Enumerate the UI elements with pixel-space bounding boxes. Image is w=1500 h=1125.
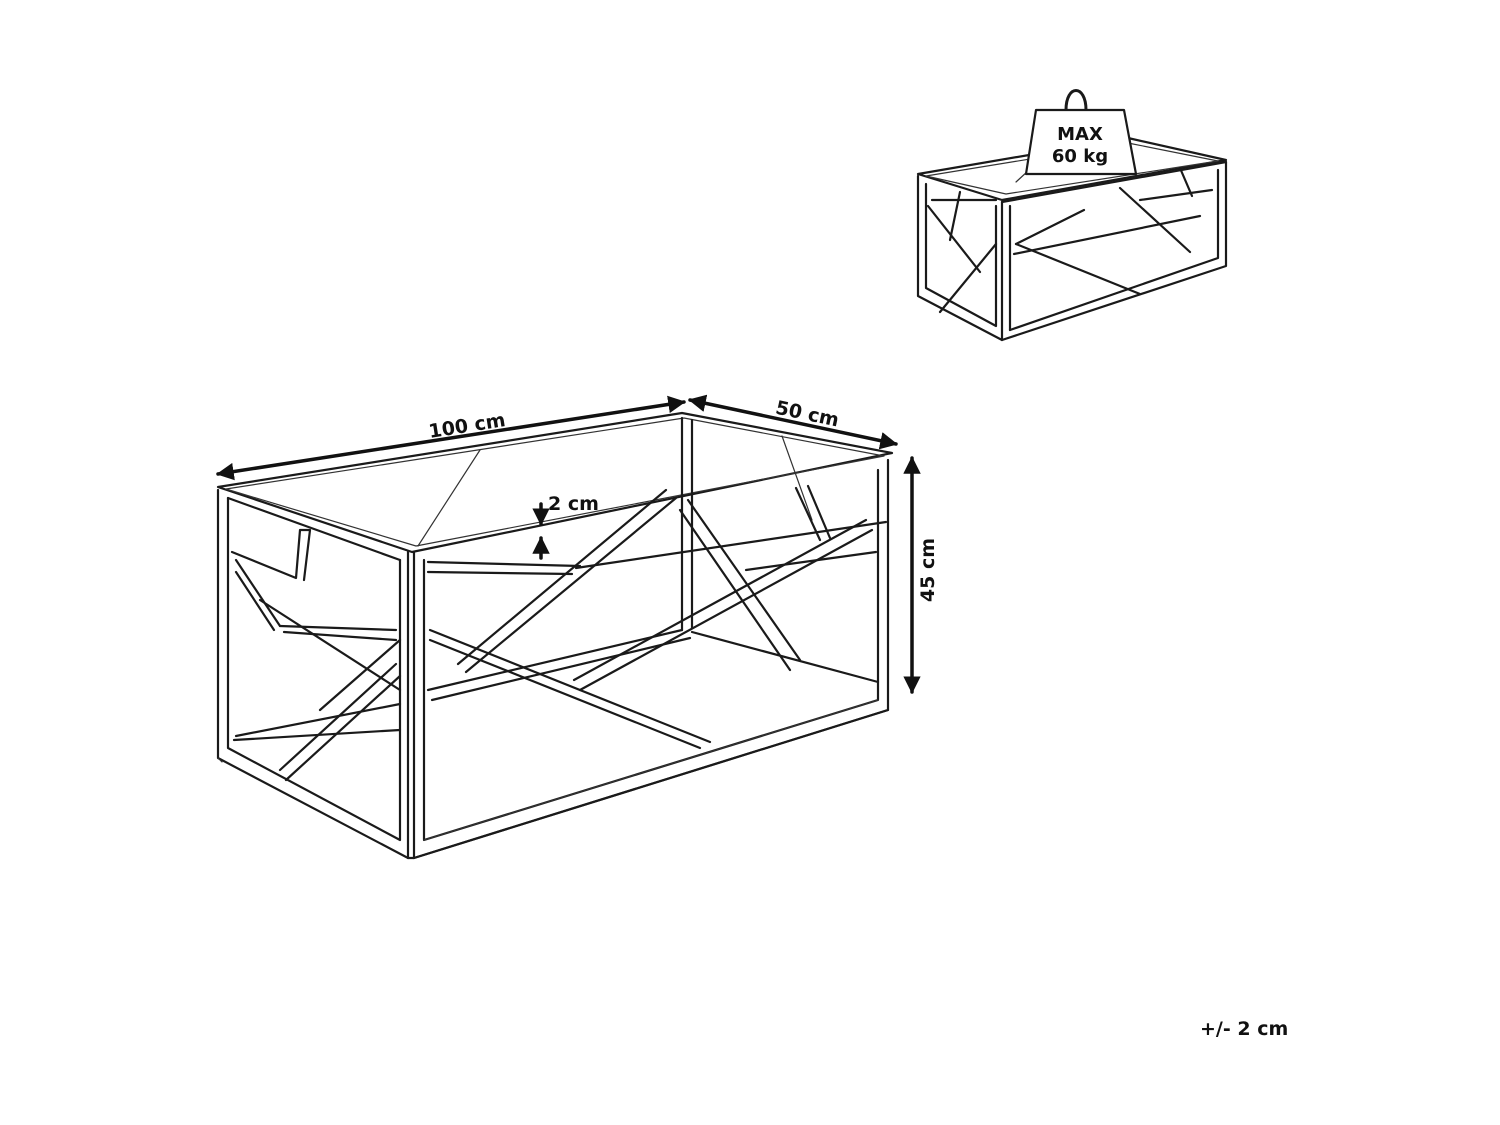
back-frame bbox=[234, 416, 880, 738]
glass-thickness-label: 2 cm bbox=[548, 493, 599, 515]
tolerance-note: +/- 2 cm bbox=[1200, 1018, 1289, 1040]
length-label: 100 cm bbox=[427, 409, 507, 443]
glass-thickness-dimension: 2 cm bbox=[532, 493, 599, 560]
length-dimension: 100 cm bbox=[216, 395, 686, 481]
front-struts bbox=[426, 484, 888, 750]
main-table-drawing bbox=[216, 411, 894, 860]
load-max-label: MAX bbox=[1057, 124, 1103, 145]
weight-icon bbox=[1024, 108, 1138, 176]
load-weight-label: 60 kg bbox=[1052, 146, 1108, 167]
height-label: 45 cm bbox=[917, 538, 939, 602]
height-dimension: 45 cm bbox=[903, 456, 939, 694]
left-end-frame bbox=[216, 488, 410, 860]
load-capacity-diagram: MAX 60 kg bbox=[916, 89, 1228, 342]
